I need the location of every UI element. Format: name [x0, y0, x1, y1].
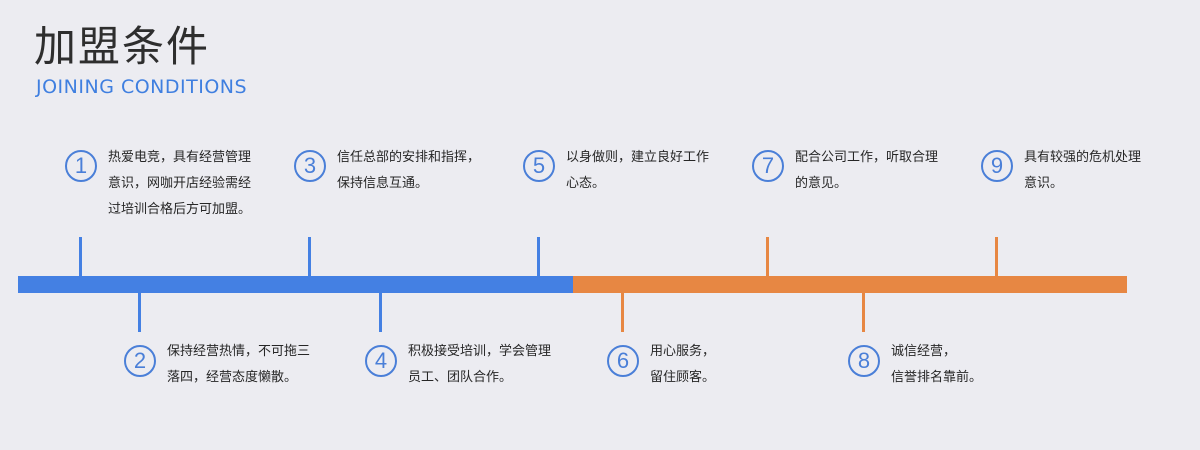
step-text-6: 用心服务， 留住顾客。 — [650, 339, 715, 391]
step-text-1: 热爱电竞，具有经营管理 意识，网咖开店经验需经 过培训合格后方可加盟。 — [108, 145, 251, 223]
step-1-line-2: 意识，网咖开店经验需经 — [108, 176, 252, 191]
step-4-line-2: 员工、团队合作。 — [408, 370, 513, 385]
step-text-7: 配合公司工作，听取合理 的意见。 — [795, 145, 938, 197]
step-2-line-2: 落四，经营态度懒散。 — [167, 370, 298, 385]
step-6-line-2: 留住顾客。 — [650, 370, 716, 385]
step-6-line-1: 用心服务， — [650, 344, 716, 359]
step-number-7: 7 — [752, 150, 784, 182]
step-number-8: 8 — [848, 345, 880, 377]
timeline-tick-4 — [379, 293, 382, 332]
step-text-5: 以身做则，建立良好工作 心态。 — [566, 145, 709, 197]
step-number-6: 6 — [607, 345, 639, 377]
step-3-line-1: 信任总部的安排和指挥， — [337, 150, 481, 165]
step-9-line-1: 具有较强的危机处理 — [1024, 150, 1142, 165]
step-7-line-2: 的意见。 — [795, 176, 848, 191]
step-4-line-1: 积极接受培训，学会管理 — [408, 344, 552, 359]
step-number-4: 4 — [365, 345, 397, 377]
timeline-bar-blue — [18, 276, 573, 293]
step-8-line-1: 诚信经营， — [891, 344, 957, 359]
step-9-line-2: 意识。 — [1024, 176, 1064, 191]
step-number-5: 5 — [523, 150, 555, 182]
step-text-3: 信任总部的安排和指挥， 保持信息互通。 — [337, 145, 480, 197]
timeline-tick-7 — [766, 237, 769, 276]
timeline-tick-5 — [537, 237, 540, 276]
step-1-line-1: 热爱电竞，具有经营管理 — [108, 150, 252, 165]
timeline-bar-orange — [573, 276, 1127, 293]
step-3-line-2: 保持信息互通。 — [337, 176, 429, 191]
page-title: 加盟条件 — [34, 22, 211, 71]
step-number-3: 3 — [294, 150, 326, 182]
timeline-tick-3 — [308, 237, 311, 276]
step-7-line-1: 配合公司工作，听取合理 — [795, 150, 939, 165]
step-text-4: 积极接受培训，学会管理 员工、团队合作。 — [408, 339, 551, 391]
step-2-line-1: 保持经营热情，不可拖三 — [167, 344, 311, 359]
step-number-2: 2 — [124, 345, 156, 377]
step-number-1: 1 — [65, 150, 97, 182]
step-text-9: 具有较强的危机处理 意识。 — [1024, 145, 1141, 197]
step-number-9: 9 — [981, 150, 1013, 182]
timeline-tick-6 — [621, 293, 624, 332]
timeline-tick-9 — [995, 237, 998, 276]
step-8-line-2: 信誉排名靠前。 — [891, 370, 983, 385]
page-subtitle: JOINING CONDITIONS — [36, 76, 248, 98]
timeline-tick-2 — [138, 293, 141, 332]
timeline-tick-8 — [862, 293, 865, 332]
timeline-tick-1 — [79, 237, 82, 276]
step-text-2: 保持经营热情，不可拖三 落四，经营态度懒散。 — [167, 339, 310, 391]
step-5-line-1: 以身做则，建立良好工作 — [566, 150, 710, 165]
step-1-line-3: 过培训合格后方可加盟。 — [108, 202, 252, 217]
step-text-8: 诚信经营， 信誉排名靠前。 — [891, 339, 982, 391]
step-5-line-2: 心态。 — [566, 176, 606, 191]
